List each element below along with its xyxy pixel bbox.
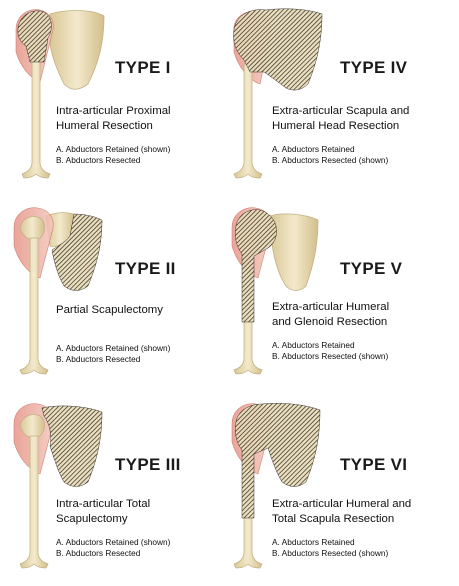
type-label: TYPE VI bbox=[340, 455, 407, 475]
resection-title: Partial Scapulectomy bbox=[56, 303, 224, 318]
panel-type-3: TYPE III Intra-articular Total Scapulect… bbox=[0, 392, 229, 586]
option-a: A. Abductors Retained bbox=[272, 144, 388, 155]
resection-title: Extra-articular Scapula and Humeral Head… bbox=[272, 104, 440, 134]
option-b: B. Abductors Resected bbox=[56, 354, 170, 365]
title-line: Scapulectomy bbox=[56, 512, 224, 527]
option-a: A. Abductors Retained (shown) bbox=[56, 144, 170, 155]
title-line: Extra-articular Humeral bbox=[272, 300, 440, 315]
title-line: Partial Scapulectomy bbox=[56, 303, 224, 318]
option-b: B. Abductors Resected (shown) bbox=[272, 351, 388, 362]
scapula bbox=[270, 214, 318, 291]
type-label: TYPE V bbox=[340, 259, 402, 279]
scapula bbox=[50, 11, 104, 90]
option-a: A. Abductors Retained (shown) bbox=[56, 537, 170, 548]
humerus bbox=[22, 58, 50, 178]
panel-type-4: TYPE IV Extra-articular Scapula and Hume… bbox=[220, 0, 449, 194]
option-a: A. Abductors Retained bbox=[272, 537, 388, 548]
resection-title: Intra-articular Proximal Humeral Resecti… bbox=[56, 104, 224, 134]
resection-title: Intra-articular Total Scapulectomy bbox=[56, 497, 224, 527]
option-b: B. Abductors Resected bbox=[56, 155, 170, 166]
option-a: A. Abductors Retained bbox=[272, 340, 388, 351]
abductor-options: A. Abductors Retained B. Abductors Resec… bbox=[272, 340, 388, 362]
type-label: TYPE II bbox=[115, 259, 176, 279]
abductor-options: A. Abductors Retained (shown) B. Abducto… bbox=[56, 537, 170, 559]
abductor-options: A. Abductors Retained B. Abductors Resec… bbox=[272, 537, 388, 559]
type-label: TYPE III bbox=[115, 455, 181, 475]
panel-type-5: TYPE V Extra-articular Humeral and Gleno… bbox=[220, 196, 449, 390]
title-line: Humeral Resection bbox=[56, 119, 224, 134]
humerus-distal bbox=[234, 516, 262, 568]
option-b: B. Abductors Resected (shown) bbox=[272, 548, 388, 559]
title-line: and Glenoid Resection bbox=[272, 315, 440, 330]
title-line: Extra-articular Scapula and bbox=[272, 104, 440, 119]
option-b: B. Abductors Resected (shown) bbox=[272, 155, 388, 166]
title-line: Humeral Head Resection bbox=[272, 119, 440, 134]
title-line: Extra-articular Humeral and bbox=[272, 497, 440, 512]
title-line: Total Scapula Resection bbox=[272, 512, 440, 527]
resection-title: Extra-articular Humeral and Total Scapul… bbox=[272, 497, 440, 527]
resection-title: Extra-articular Humeral and Glenoid Rese… bbox=[272, 300, 440, 330]
abductor-options: A. Abductors Retained (shown) B. Abducto… bbox=[56, 144, 170, 166]
abductor-options: A. Abductors Retained B. Abductors Resec… bbox=[272, 144, 388, 166]
type-label: TYPE I bbox=[115, 58, 171, 78]
resected-scapula-total bbox=[42, 406, 102, 487]
title-line: Intra-articular Proximal bbox=[56, 104, 224, 119]
option-b: B. Abductors Resected bbox=[56, 548, 170, 559]
humerus-distal bbox=[234, 320, 262, 374]
abductor-options: A. Abductors Retained (shown) B. Abducto… bbox=[56, 343, 170, 365]
type-label: TYPE IV bbox=[340, 58, 407, 78]
option-a: A. Abductors Retained (shown) bbox=[56, 343, 170, 354]
panel-type-6: TYPE VI Extra-articular Humeral and Tota… bbox=[220, 392, 449, 586]
panel-type-2: TYPE II Partial Scapulectomy A. Abductor… bbox=[0, 196, 229, 390]
title-line: Intra-articular Total bbox=[56, 497, 224, 512]
panel-type-1: TYPE I Intra-articular Proximal Humeral … bbox=[0, 0, 229, 194]
